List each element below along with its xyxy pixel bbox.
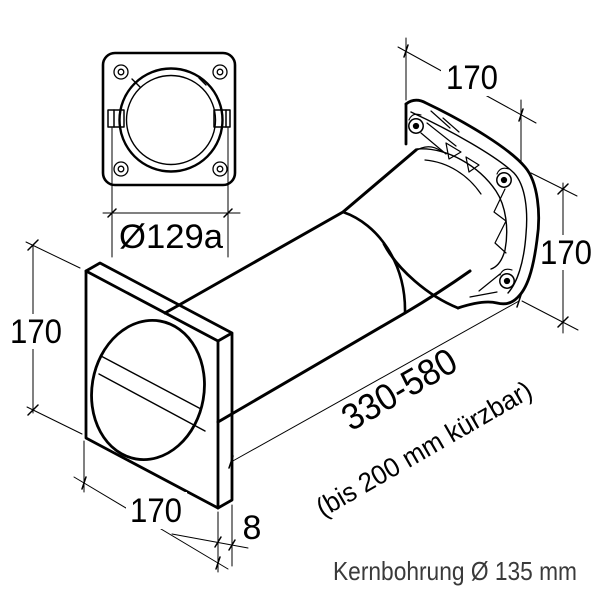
front-plate-thickness [84, 261, 234, 510]
dim-thickness-label: 8 [243, 509, 262, 547]
grille-opening [90, 318, 206, 462]
screw-holes [113, 64, 228, 177]
dim-diameter [102, 127, 241, 258]
dim-diameter-label: Ø129a [119, 218, 223, 256]
flange-collar-arc-outer [416, 148, 508, 270]
dim-label-backgrounds [13, 58, 588, 529]
dim-thickness [171, 504, 249, 567]
footer-note: Kernbohrung Ø 135 mm [333, 556, 577, 586]
clamp-clips [107, 109, 231, 128]
dim-bottom-width-label: 170 [130, 492, 182, 530]
duct-ring-inner [125, 74, 217, 166]
flange-collar-arc-inner [424, 159, 482, 195]
screw-bosses [408, 113, 515, 289]
rear-flange-face-inner [410, 111, 528, 294]
dim-length [228, 294, 522, 469]
dim-top-width-label: 170 [446, 59, 498, 97]
grille-louvers [98, 355, 206, 432]
flange-ribs [420, 110, 507, 298]
flange-collar-cap [413, 146, 442, 153]
rear-flange [382, 98, 540, 310]
dim-right-height-label: 170 [540, 234, 592, 272]
dim-left-height-label: 170 [10, 313, 62, 351]
iso-view [25, 37, 579, 573]
rear-flange-outline [404, 98, 540, 310]
front-flange-outline [101, 51, 237, 187]
front-plate-face [84, 269, 220, 510]
ring-ticks [131, 77, 207, 88]
flange-socket-silhouette [382, 242, 460, 310]
front-view [101, 51, 241, 258]
duct-ring-outer [118, 67, 224, 173]
front-plate [84, 261, 234, 510]
